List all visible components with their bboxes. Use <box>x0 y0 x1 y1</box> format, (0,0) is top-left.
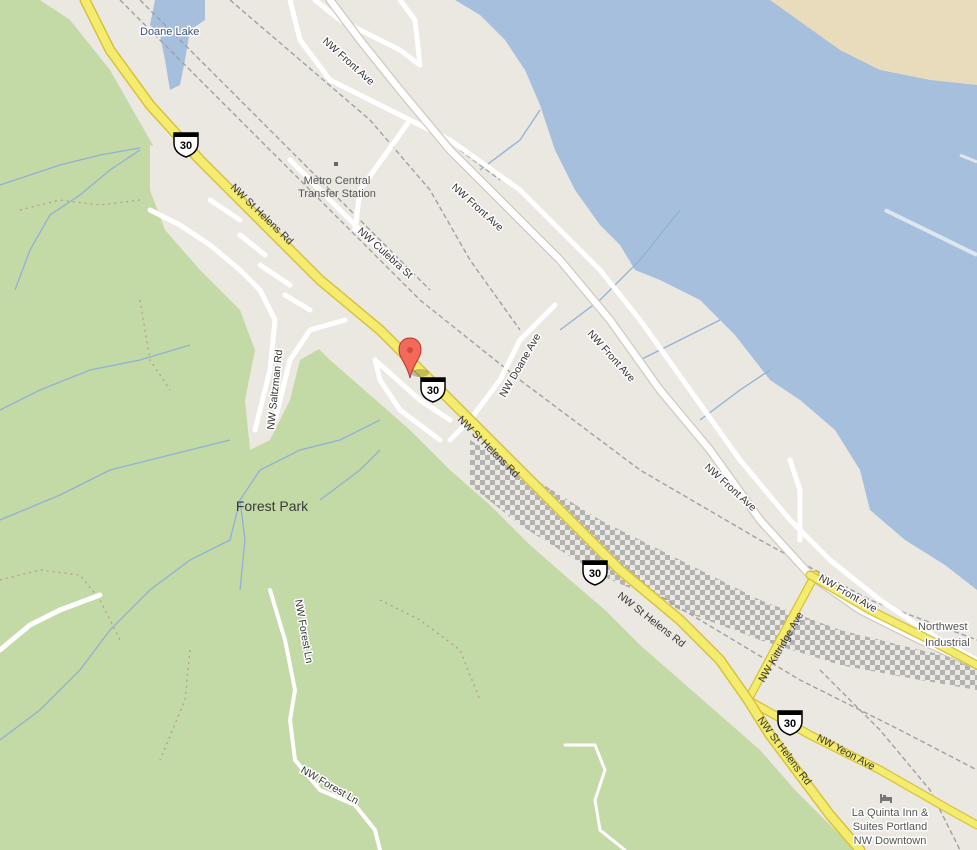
hotel-label: NW Downtown <box>854 835 927 847</box>
pier <box>959 153 977 164</box>
bed-icon[interactable] <box>880 794 892 803</box>
trails <box>0 199 481 761</box>
us30-shield-text: 30 <box>180 140 192 152</box>
metro-central-label: Metro Central <box>304 175 371 187</box>
river-area <box>455 0 977 590</box>
transfer-station-label: Transfer Station <box>298 188 376 200</box>
hotel-label: Suites Portland <box>853 821 928 833</box>
us30-shield-2: 30 <box>420 377 446 403</box>
nw-front-ave-east-fill <box>806 571 977 669</box>
northwest-industrial-label: Industrial <box>925 637 970 649</box>
rail-yard <box>470 440 977 690</box>
nw-forest-ln-road <box>268 588 382 850</box>
us30-shield-3: 30 <box>582 560 608 586</box>
northwest-industrial-label: Northwest <box>918 621 968 633</box>
minor-roads <box>0 0 977 663</box>
map-pin-icon[interactable] <box>398 337 429 379</box>
us30-shield-text: 30 <box>427 385 439 397</box>
rail-lines <box>119 0 977 850</box>
nw-kittridge-ave-fill <box>744 571 819 704</box>
square-dot-icon <box>334 162 338 166</box>
us30-shield-text: 30 <box>784 718 796 730</box>
doane-lake-label: Doane Lake <box>140 26 199 38</box>
forest-park-area <box>0 0 855 850</box>
squiggle-road <box>563 743 627 850</box>
us30-shield-text: 30 <box>589 568 601 580</box>
saltzman-valley-land <box>150 145 345 450</box>
sand-area <box>770 0 977 85</box>
us30-shield-1: 30 <box>173 132 199 158</box>
us30-shield-4: 30 <box>777 710 803 736</box>
hotel-label: La Quinta Inn & <box>852 807 929 819</box>
pier <box>884 208 977 257</box>
forest-park-label: Forest Park <box>236 498 309 514</box>
doane-lake-water <box>150 0 205 90</box>
streams <box>0 109 771 741</box>
